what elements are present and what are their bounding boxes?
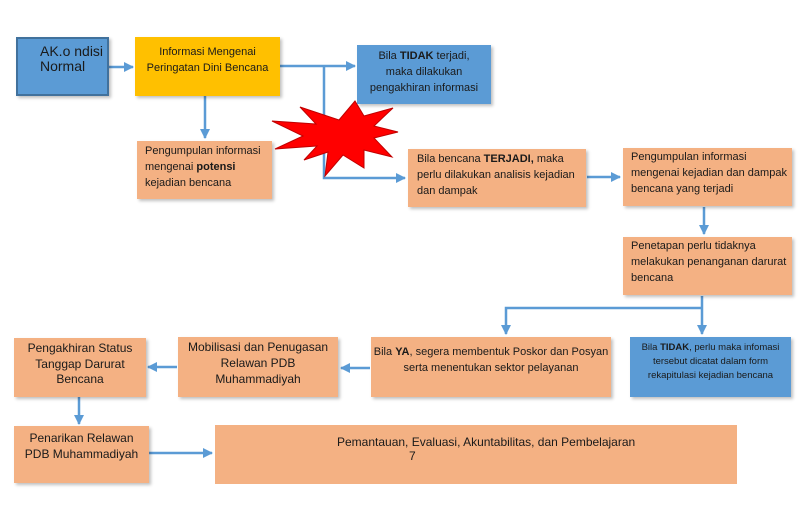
monitor-line1: Pemantauan, Evaluasi, Akuntabilitas, dan… xyxy=(337,435,636,449)
monitor-line2: 7 xyxy=(409,448,416,463)
mobilize-line2: Relawan PDB xyxy=(220,356,296,371)
monitoring-box: Pemantauan, Evaluasi, Akuntabilitas, dan… xyxy=(215,425,737,484)
mobilize-volunteers-box: Mobilisasi dan Penugasan Relawan PDB Muh… xyxy=(178,337,338,397)
yes-need-line2: serta menentukan sektor pelayanan xyxy=(403,361,579,374)
yes-need-bold: YA xyxy=(395,346,410,358)
collect-impact-line1: Pengumpulan informasi xyxy=(631,151,747,163)
not-happen-post: terjadi, xyxy=(433,50,470,62)
not-happen-line2: maka dilakukan xyxy=(385,65,463,78)
yes-need-line1: Bila YA, segera membentuk Poskor dan Pos… xyxy=(371,345,611,361)
withdraw-volunteers-box: Penarikan Relawan PDB Muhammadiyah xyxy=(14,426,149,483)
not-happen-line1: Bila TIDAK terjadi, xyxy=(357,49,491,65)
yes-response-box: Bila YA, segera membentuk Poskor dan Pos… xyxy=(371,337,611,397)
happened-line3: dan dampak xyxy=(417,184,478,197)
mobilize-line1: Mobilisasi dan Penugasan xyxy=(187,340,329,354)
disaster-burst-icon xyxy=(271,100,399,178)
no-response-box: Bila TIDAK, perlu maka infomasi tersebut… xyxy=(630,337,791,397)
early-warning-box: Informasi Mengenai Peringatan Dini Benca… xyxy=(135,37,280,96)
happened-line2: perlu dilakukan analisis kejadian xyxy=(417,168,575,181)
decide-line1: Penetapan perlu tidaknya xyxy=(631,240,756,252)
no-need-line2: tersebut dicatat dalam form xyxy=(652,355,769,367)
collect-impact-line3: bencana yang terjadi xyxy=(631,182,734,195)
happened-line1: Bila bencana TERJADI, maka xyxy=(417,152,586,168)
happened-pre: Bila bencana xyxy=(417,153,484,165)
collect-impact-line2: mengenai kejadian dan dampak xyxy=(631,166,787,179)
not-happen-bold: TIDAK xyxy=(399,50,434,62)
decide-line2: melakukan penanganan darurat xyxy=(631,255,787,268)
early-warning-line1: Informasi Mengenai xyxy=(159,46,256,58)
collect-potential-bold: potensi xyxy=(196,160,236,173)
collect-potential-pre: mengenai xyxy=(145,160,197,173)
end-status-line3: Bencana xyxy=(56,372,104,387)
end-status-line2: Tanggap Darurat xyxy=(35,356,125,371)
normal-line2: Normal xyxy=(40,57,86,74)
collect-potential-line3: kejadian bencana xyxy=(145,176,232,189)
no-need-line1: Bila TIDAK, perlu maka infomasi xyxy=(630,341,791,355)
withdraw-line2: PDB Muhammadiyah xyxy=(24,447,139,462)
decide-response-box: Penetapan perlu tidaknya melakukan penan… xyxy=(623,237,792,295)
withdraw-line1: Penarikan Relawan xyxy=(29,431,134,445)
happened-post: maka xyxy=(533,153,564,165)
arrow-decide-to-yes xyxy=(501,306,702,335)
collect-potential-line1: Pengumpulan informasi xyxy=(145,145,261,157)
collect-potential-box: Pengumpulan informasi mengenai potensi k… xyxy=(137,141,272,199)
collect-impact-box: Pengumpulan informasi mengenai kejadian … xyxy=(623,148,792,206)
no-need-post: , perlu maka infomasi xyxy=(689,342,780,353)
disaster-happened-box: Bila bencana TERJADI, maka perlu dilakuk… xyxy=(408,149,586,207)
mobilize-line3: Muhammadiyah xyxy=(215,372,301,387)
arrow-warning-to-happened xyxy=(322,66,406,183)
not-happen-box: Bila TIDAK terjadi, maka dilakukan penga… xyxy=(357,45,491,104)
yes-need-pre: Bila xyxy=(373,346,396,358)
not-happen-line3: pengakhiran informasi xyxy=(369,81,479,94)
decide-line3: bencana xyxy=(631,271,674,284)
no-need-bold: TIDAK xyxy=(660,342,690,353)
happened-bold: TERJADI, xyxy=(483,153,534,165)
early-warning-line2: Peringatan Dini Bencana xyxy=(146,61,269,74)
collect-potential-line2: mengenai potensi xyxy=(145,160,272,176)
end-emergency-status-box: Pengakhiran Status Tanggap Darurat Benca… xyxy=(14,338,146,397)
normal-line1: AK.o ndisi xyxy=(40,43,104,59)
yes-need-post: , segera membentuk Poskor dan Posyan xyxy=(409,346,609,358)
normal-condition-box: AK.o ndisi Normal xyxy=(16,37,109,96)
no-need-line3: rekapitulasi kejadian bencana xyxy=(647,369,774,381)
not-happen-pre: Bila xyxy=(378,50,400,62)
end-status-line1: Pengakhiran Status xyxy=(27,341,133,355)
no-need-pre: Bila xyxy=(641,342,661,353)
